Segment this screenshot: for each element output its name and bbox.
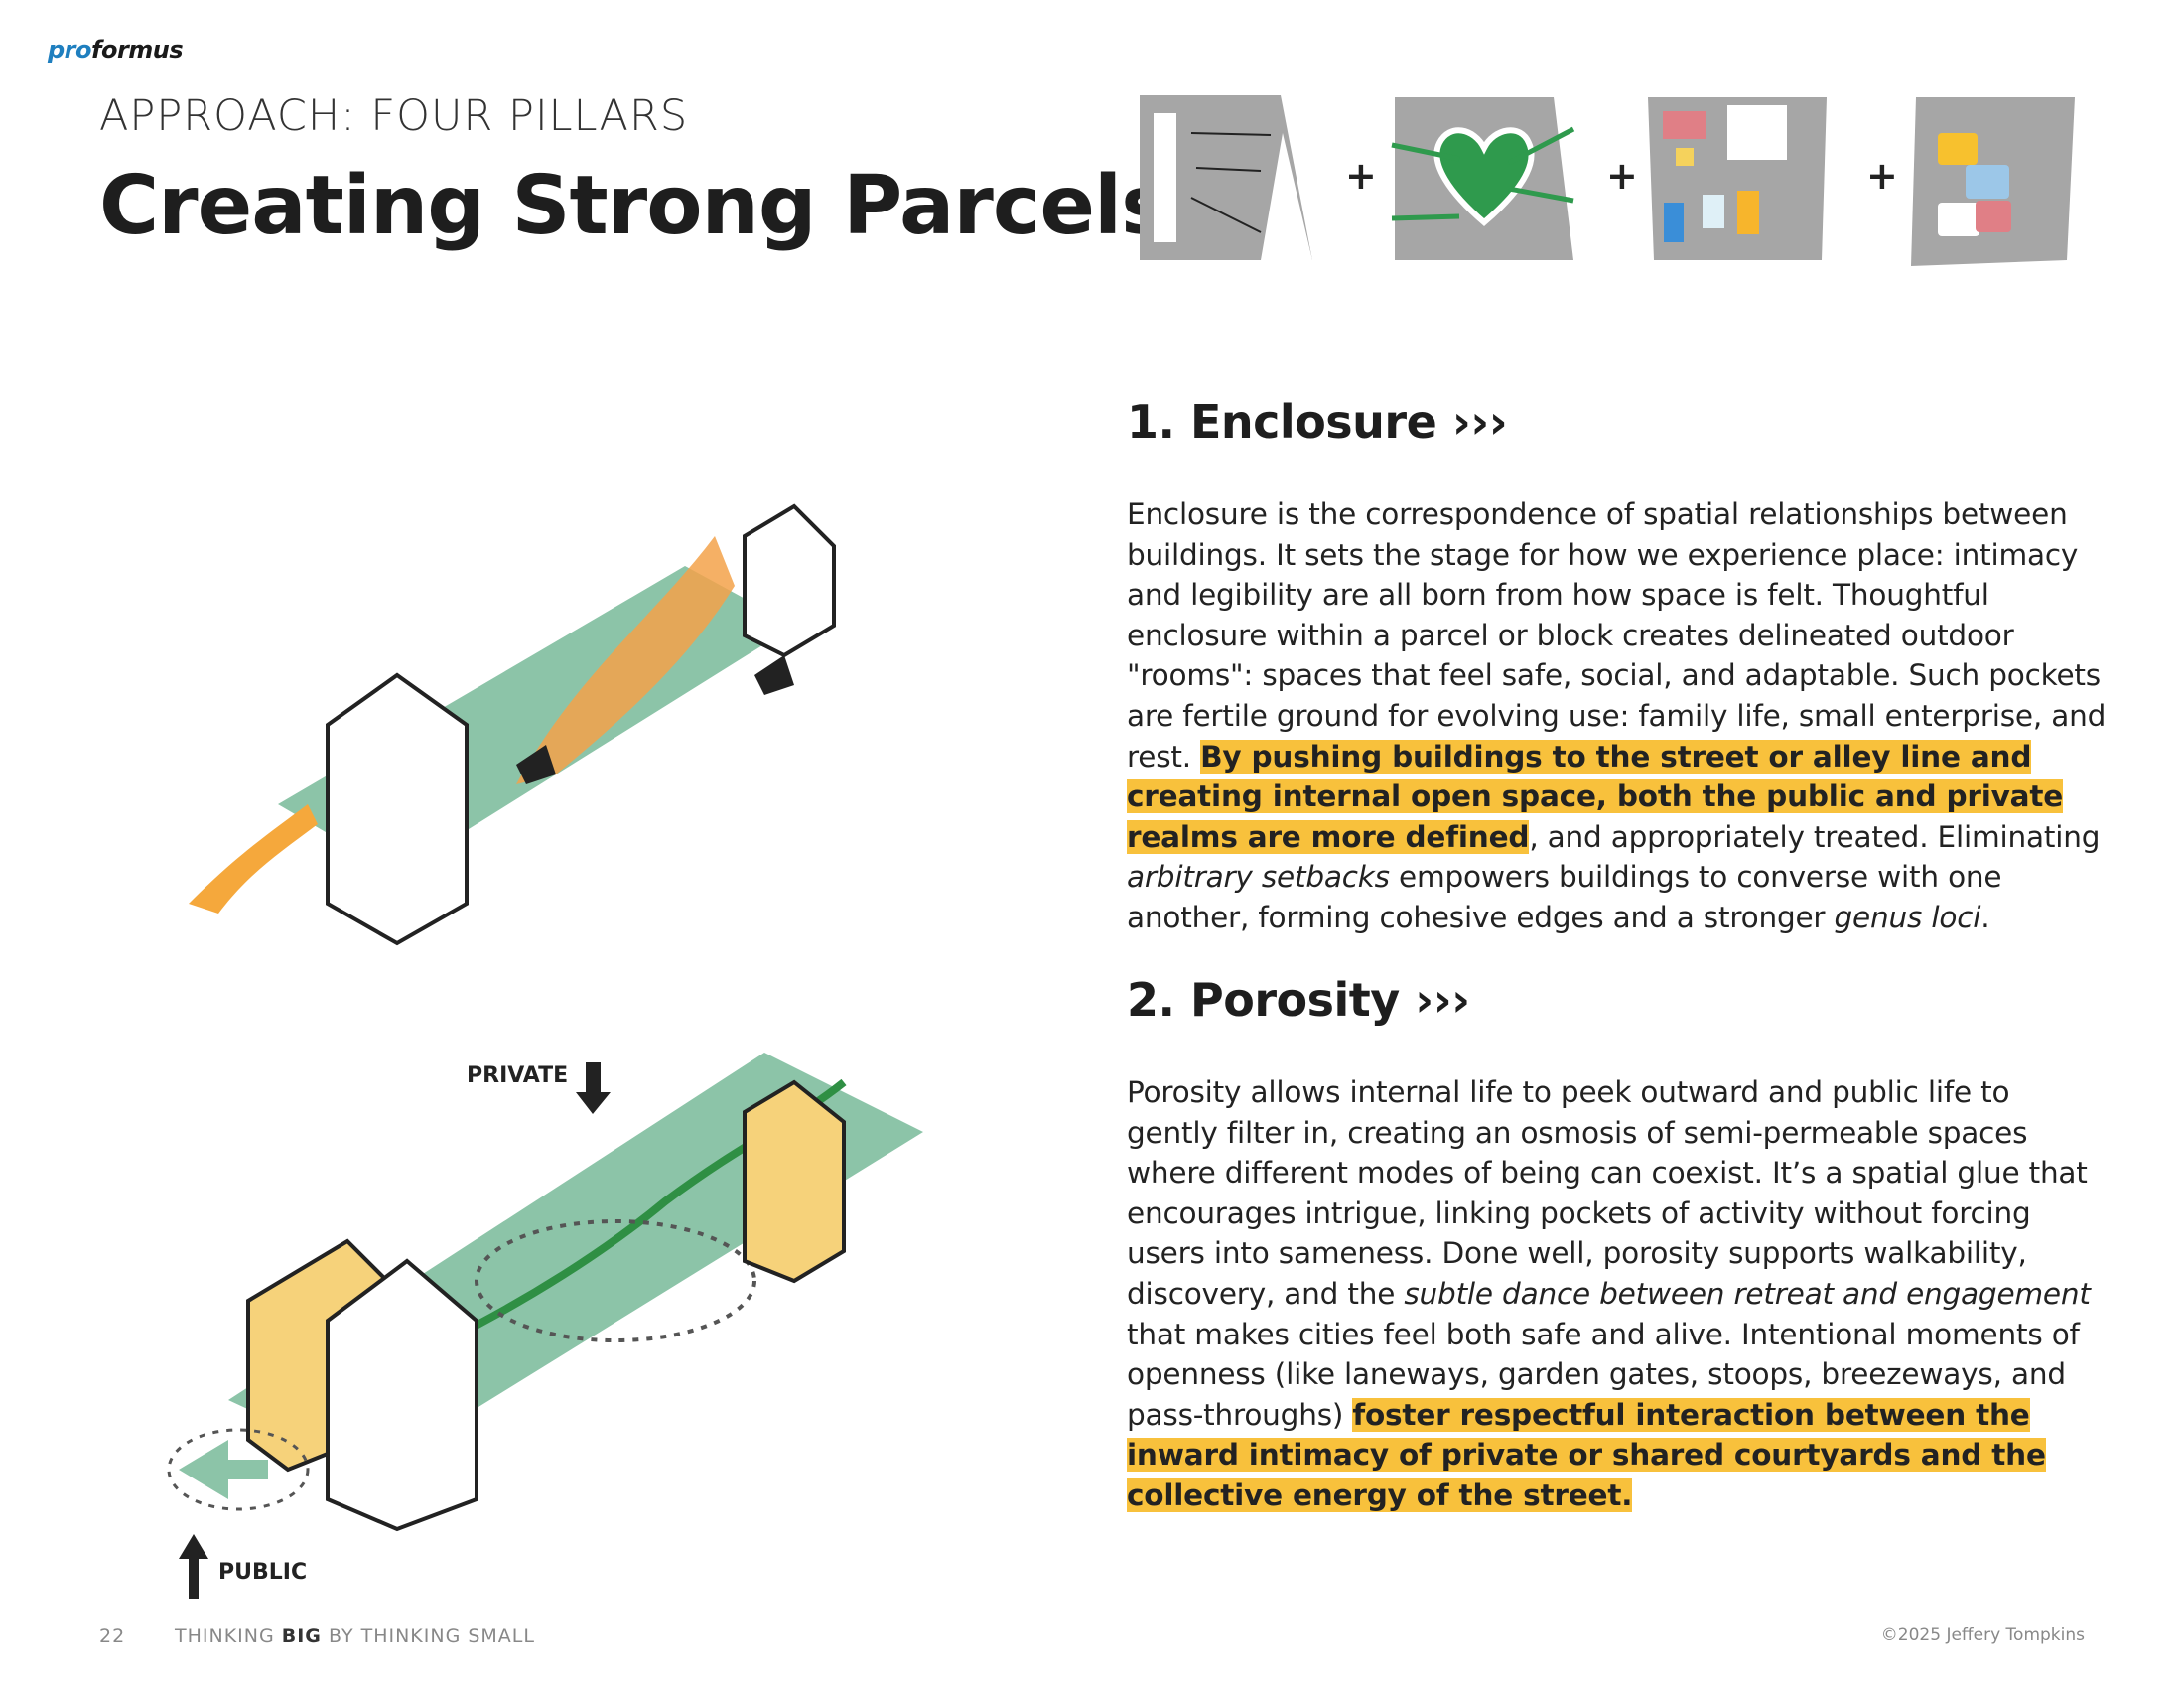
- copyright: ©2025 Jeffery Tompkins: [1880, 1625, 2085, 1645]
- enclosure-icon: [1140, 95, 1312, 260]
- porosity-body: Porosity allows internal life to peek ou…: [1127, 1075, 2091, 1512]
- porosity-diagram: PRIVATE PUBLIC: [167, 1053, 923, 1599]
- label-public: PUBLIC: [218, 1560, 307, 1585]
- four-pillars-icons: + + +: [1140, 95, 2075, 266]
- porosity-icon: [1391, 97, 1575, 260]
- enclosure-diagram: [189, 503, 836, 946]
- plus-2: +: [1606, 154, 1638, 198]
- enclosure-body: Enclosure is the correspondence of spati…: [1127, 497, 2107, 934]
- series-title: THINKING BIG BY THINKING SMALL: [175, 1625, 535, 1647]
- proformus-logo: proformus: [48, 36, 184, 64]
- label-private: PRIVATE: [467, 1063, 568, 1088]
- enclosure-heading: 1. Enclosure ›››: [1127, 395, 1508, 449]
- section-kicker: APPROACH: FOUR PILLARS: [99, 91, 689, 141]
- plus-3: +: [1866, 154, 1898, 198]
- section-enclosure: 1. Enclosure ››› Enclosure is the corres…: [1127, 395, 2110, 938]
- page-title: Creating Strong Parcels: [99, 159, 1169, 253]
- synergy-puzzle-icon: [1911, 97, 2075, 266]
- logo-pro: pro: [48, 36, 92, 64]
- flexibility-icon: [1648, 97, 1827, 260]
- porosity-highlight: foster respectful interaction between th…: [1127, 1397, 2046, 1512]
- page-number: 22: [99, 1625, 126, 1647]
- logo-formus: formus: [91, 36, 184, 64]
- section-porosity: 2. Porosity ››› Porosity allows internal…: [1127, 973, 2110, 1516]
- plus-1: +: [1345, 154, 1377, 198]
- porosity-heading: 2. Porosity ›››: [1127, 973, 1470, 1027]
